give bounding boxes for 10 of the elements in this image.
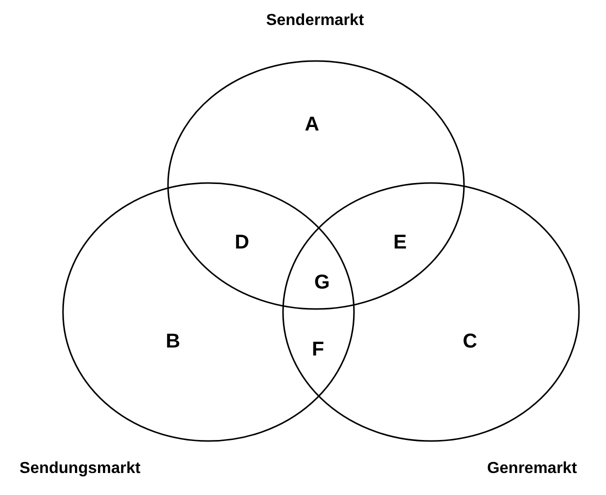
region-label: A — [304, 114, 320, 136]
set-label: Sendungsmarkt — [20, 460, 140, 478]
set-label: Genremarkt — [487, 460, 577, 478]
region-label: F — [312, 338, 324, 362]
set-label: Sendermarkt — [266, 12, 364, 30]
region-label: D — [234, 232, 250, 254]
region-label: E — [393, 232, 407, 254]
region-label: B — [166, 330, 180, 354]
region-label: C — [462, 330, 478, 354]
region-label: G — [314, 272, 330, 294]
